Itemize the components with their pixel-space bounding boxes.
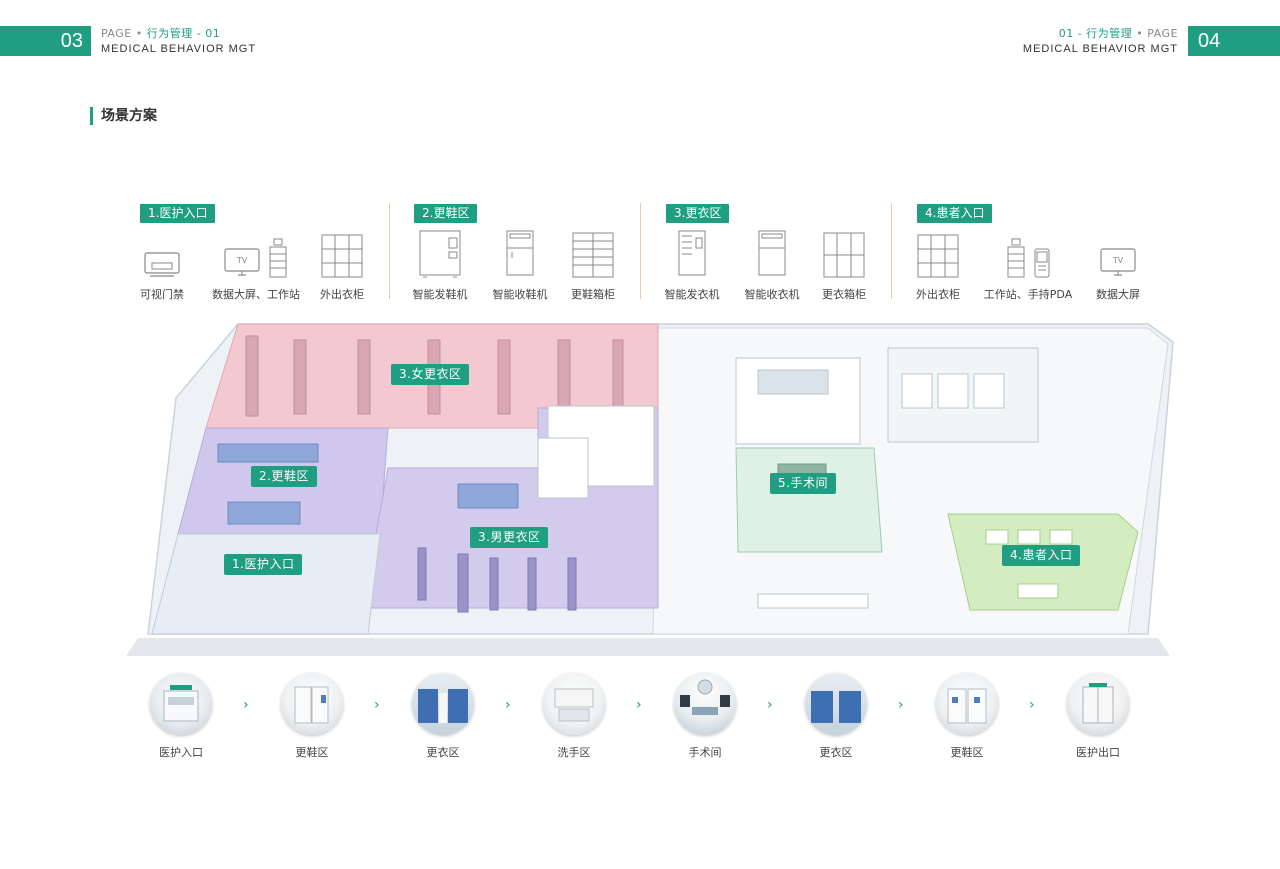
flow-arrow-icon: › [636, 697, 642, 713]
zone-label-entrance: 1.医护入口 [224, 554, 303, 575]
flow-arrow-icon: › [505, 697, 511, 713]
group-tag-patient-entrance: 4.患者入口 [917, 204, 993, 223]
group-divider [389, 203, 390, 299]
breadcrumb-right: 01 - 行为管理 • PAGE [1058, 27, 1178, 40]
entrance-zone [151, 533, 381, 635]
step-photo [805, 673, 867, 735]
zone-label-patient: 4.患者入口 [1002, 545, 1081, 566]
step-photo [150, 673, 212, 735]
zone-label-surgery: 5.手术间 [770, 473, 836, 494]
flow-arrow-icon: › [767, 697, 773, 713]
flow-arrow-icon: › [898, 697, 904, 713]
flow-arrow-icon: › [243, 697, 249, 713]
device-workstation-pda: 工作站、手持PDA [978, 230, 1078, 302]
group-divider [891, 203, 892, 299]
door-intercom-icon [144, 252, 180, 277]
section-title: 场景方案 [90, 107, 157, 125]
device-data-screen: TV 数据大屏 [1078, 230, 1158, 302]
flow-step-shoe-out: 更鞋区 [922, 673, 1012, 760]
tv-screen-icon: TV [1100, 248, 1136, 276]
step-photo [1067, 673, 1129, 735]
device-smart-clothes-collector: 智能收衣机 [732, 230, 812, 302]
zone-label-female-changing: 3.女更衣区 [391, 364, 470, 385]
device-smart-clothes-dispenser: 智能发衣机 [652, 230, 732, 302]
floor-plan-illustration [126, 323, 1174, 656]
flow-step-surgery: 手术间 [660, 673, 750, 760]
flow-arrow-icon: › [1029, 697, 1035, 713]
handheld-pda-icon [1034, 248, 1050, 278]
device-out-wardrobe: 外出衣柜 [898, 230, 978, 302]
step-photo [281, 673, 343, 735]
zone-label-male-changing: 3.男更衣区 [470, 527, 549, 548]
locker-cabinet-icon [321, 234, 363, 278]
device-out-wardrobe: 外出衣柜 [302, 230, 382, 302]
reception-desk [757, 593, 869, 609]
clothes-locker-icon [823, 232, 865, 278]
zone-label-shoe: 2.更鞋区 [251, 466, 317, 487]
flow-step-medical-exit: 医护出口 [1053, 673, 1143, 760]
step-photo [412, 673, 474, 735]
header-subtitle-right: MEDICAL BEHAVIOR MGT [1022, 43, 1178, 55]
device-screen-workstation: TV 数据大屏、工作站 [206, 230, 306, 302]
workstation-icon [269, 238, 287, 278]
workstation-icon [1007, 238, 1025, 278]
group-tag-shoe-area: 2.更鞋区 [414, 204, 478, 223]
page-number-right: 04 [1188, 26, 1280, 56]
group-divider [640, 203, 641, 299]
group-tag-medical-entrance: 1.医护入口 [140, 204, 216, 223]
device-visual-access: 可视门禁 [122, 230, 202, 302]
dispenser-machine-icon [678, 230, 706, 276]
device-smart-shoe-collector: 智能收鞋机 [480, 230, 560, 302]
flow-arrow-icon: › [374, 697, 380, 713]
page-number-left: 03 [0, 26, 91, 56]
device-clothes-locker: 更衣箱柜 [804, 230, 884, 302]
collector-machine-icon [758, 230, 786, 276]
flow-step-medical-entrance: 医护入口 [136, 673, 226, 760]
breadcrumb-left: PAGE • 行为管理 - 01 [101, 27, 221, 40]
header-subtitle-left: MEDICAL BEHAVIOR MGT [101, 43, 257, 55]
svg-text:TV: TV [236, 256, 248, 265]
device-smart-shoe-dispenser: 智能发鞋机 [400, 230, 480, 302]
locker-cabinet-icon [917, 234, 959, 278]
dispenser-machine-icon [419, 230, 461, 278]
device-shoe-locker: 更鞋箱柜 [553, 230, 633, 302]
step-photo [674, 673, 736, 735]
shoe-locker-icon [572, 232, 614, 278]
tv-screen-icon: TV [224, 248, 260, 276]
collector-machine-icon [506, 230, 534, 276]
flow-step-changing: 更衣区 [398, 673, 488, 760]
flow-step-changing-out: 更衣区 [791, 673, 881, 760]
svg-text:TV: TV [1112, 256, 1124, 265]
group-tag-changing-area: 3.更衣区 [666, 204, 730, 223]
flow-step-handwash: 洗手区 [529, 673, 619, 760]
step-photo [936, 673, 998, 735]
flow-step-shoe: 更鞋区 [267, 673, 357, 760]
step-photo [543, 673, 605, 735]
